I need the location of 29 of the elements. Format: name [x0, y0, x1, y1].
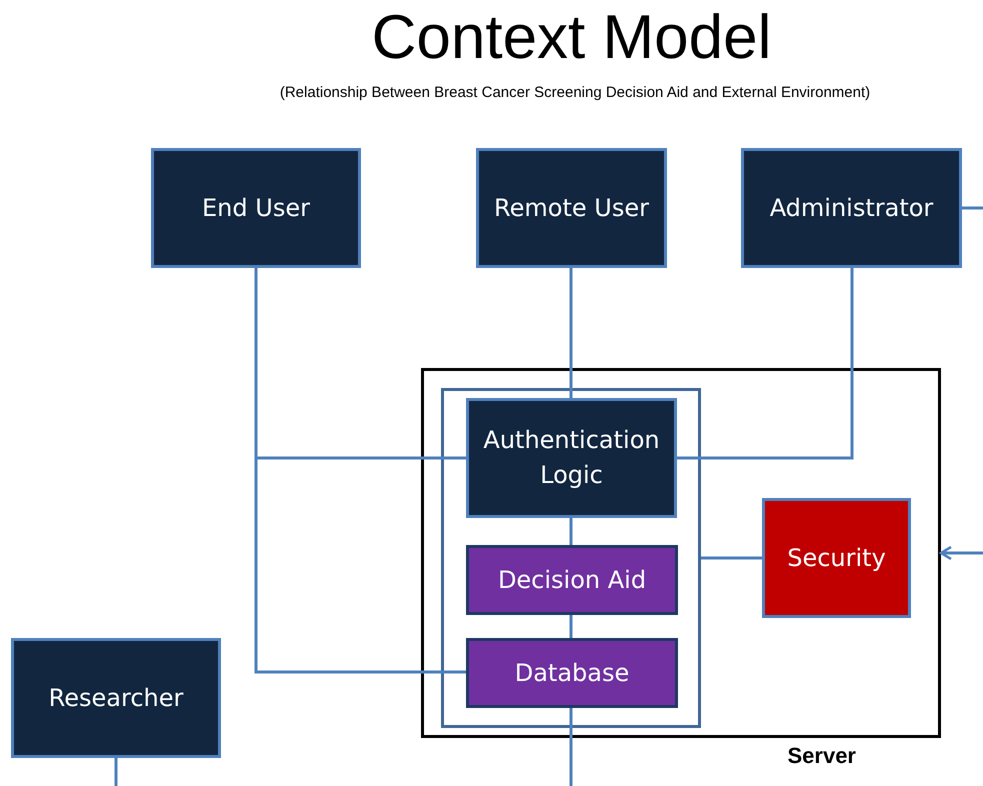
- connector-line: [570, 518, 572, 545]
- node-label: Decision Aid: [496, 564, 648, 596]
- process-box: [741, 148, 962, 268]
- subtitle: (Relationship Between Breast Cancer Screening Decision Aid and External Environment): [278, 84, 872, 101]
- node-label: Security: [786, 542, 887, 574]
- node-label: End User: [201, 192, 311, 224]
- title: Context Model: [370, 2, 772, 73]
- process-box: [151, 148, 361, 268]
- connector-line: [677, 268, 854, 460]
- application-boundary: [441, 388, 701, 728]
- process-box: [11, 638, 221, 758]
- connector-line: [114, 758, 118, 786]
- arrow: [940, 546, 983, 560]
- module-box: [466, 638, 678, 708]
- connector-line: [570, 615, 572, 638]
- connector-line: [570, 708, 572, 786]
- connector-line: [570, 268, 572, 398]
- connector-line: [701, 556, 762, 560]
- module-box: [466, 545, 678, 615]
- process-box: [466, 398, 677, 518]
- node-label: Authentication Logic: [482, 425, 661, 491]
- node-label: Researcher: [48, 682, 184, 714]
- node-label: Database: [514, 658, 630, 689]
- node-label: Remote User: [493, 192, 650, 224]
- connector-line: [962, 206, 983, 210]
- node-label: Administrator: [768, 192, 934, 224]
- server-label: Server: [787, 743, 856, 769]
- security-box: [762, 498, 911, 618]
- process-box: [476, 148, 667, 268]
